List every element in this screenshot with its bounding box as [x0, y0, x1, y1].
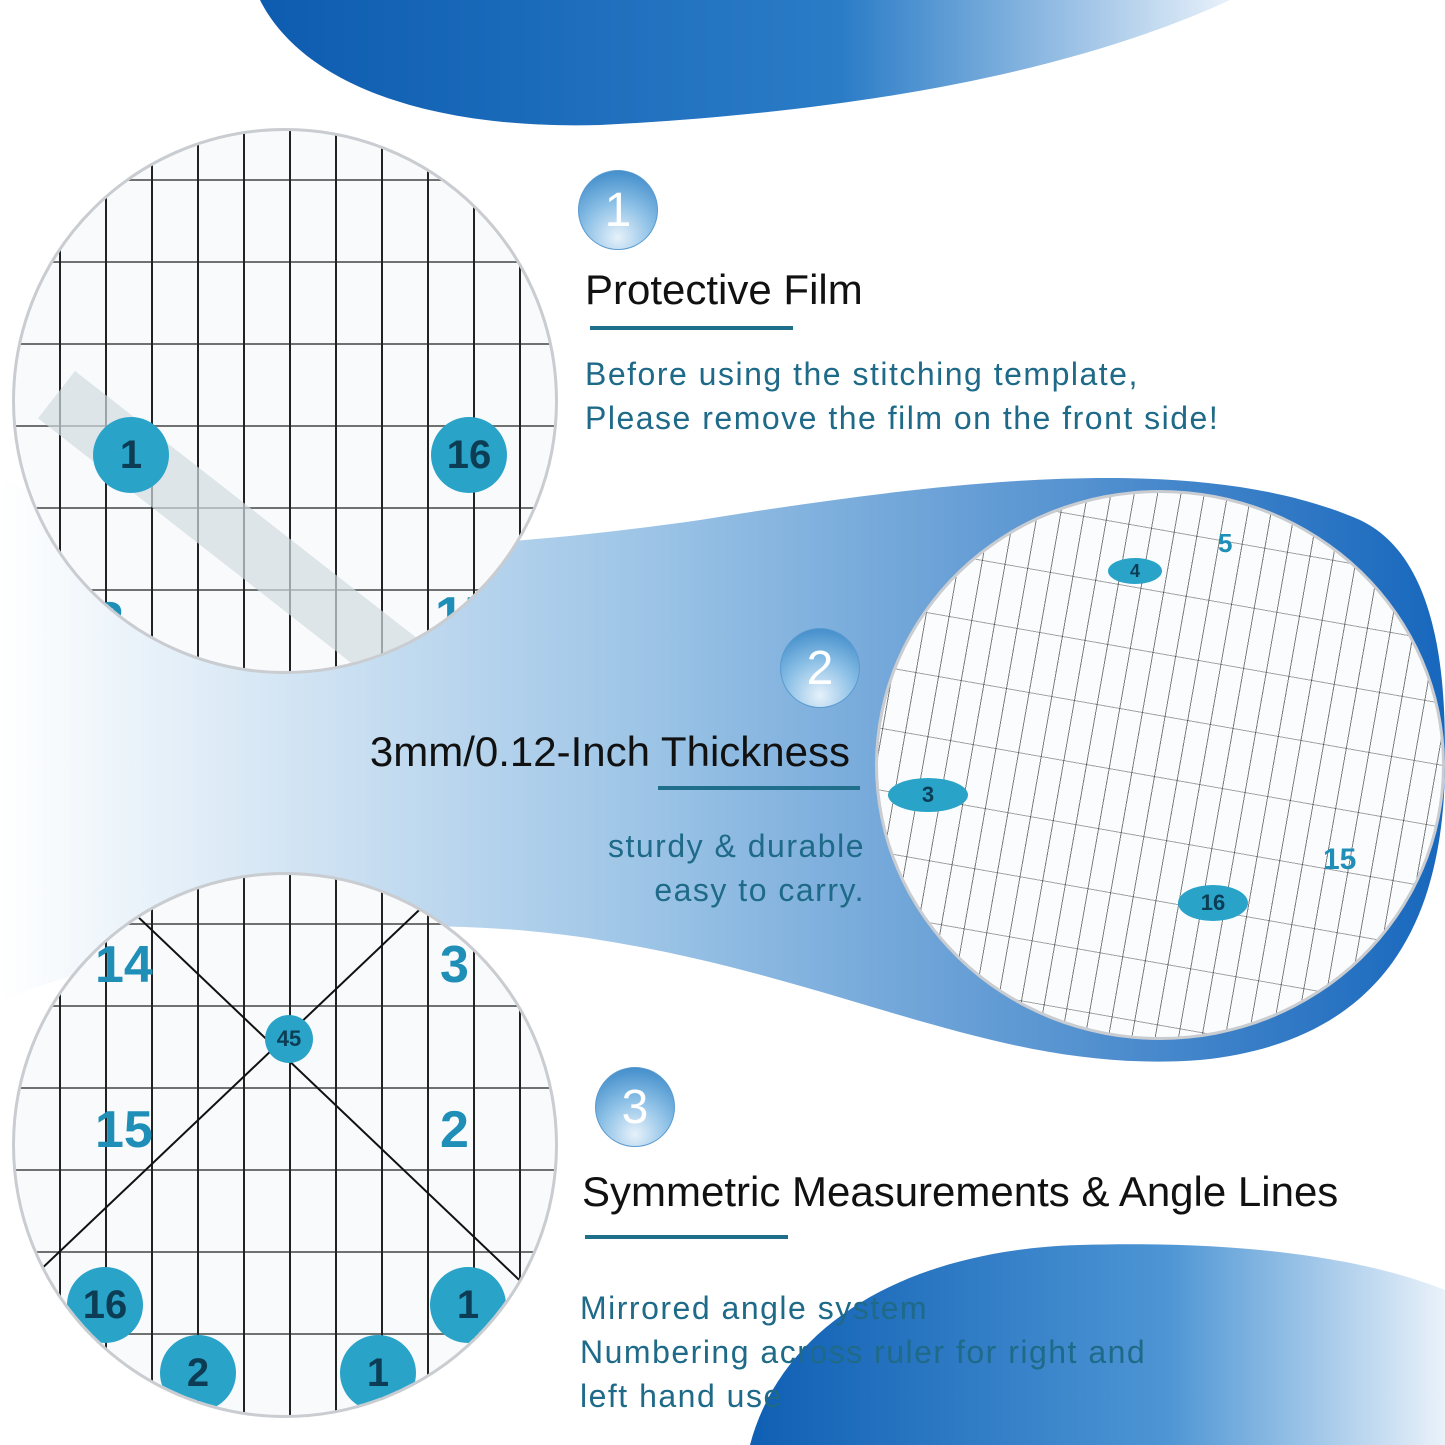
ruler-closeup-protective-film: 1 2 16 15	[12, 128, 558, 674]
feature-description: sturdy & durable easy to carry.	[608, 824, 865, 912]
description-line: sturdy & durable	[607, 828, 865, 864]
ruler-closeup-angle-lines: 14 15 16 45 3 2 1 2 1	[12, 872, 558, 1418]
description-line: Before using the stitching template,	[585, 356, 1139, 392]
ruler-number: 4	[1108, 558, 1162, 584]
description-line: Mirrored angle system	[580, 1290, 929, 1326]
ruler-closeup-thickness: 4 5 3 16 15	[875, 490, 1445, 1040]
ruler-number: 15	[1323, 843, 1357, 876]
top-wave	[260, 0, 1230, 126]
feature-description: Before using the stitching template, Ple…	[585, 352, 1219, 440]
feature-title: 3mm/0.12-Inch Thickness	[369, 728, 850, 775]
ruler-number: 16	[67, 1267, 143, 1343]
title-underline	[590, 326, 793, 330]
ruler-number: 16	[431, 417, 507, 493]
bottom-wave	[750, 1244, 1445, 1445]
ruler-number: 14	[95, 936, 153, 994]
ruler-number: 15	[435, 587, 493, 645]
ruler-number: 1	[340, 1335, 416, 1411]
description-line: easy to carry.	[654, 872, 865, 908]
description-line: left hand use	[580, 1378, 783, 1414]
ruler-number: 3	[888, 778, 968, 812]
ruler-number: 16	[1178, 885, 1248, 921]
ruler-number: 2	[95, 592, 124, 650]
feature-title: Symmetric Measurements & Angle Lines	[582, 1168, 1339, 1215]
ruler-number: 2	[160, 1335, 236, 1411]
title-underline	[658, 786, 860, 790]
feature-title: Protective Film	[585, 266, 863, 313]
ruler-number: 1	[93, 417, 169, 493]
step-badge-2: 2	[780, 628, 860, 708]
ruler-number: 1	[430, 1267, 506, 1343]
description-line: Numbering across ruler for right and	[580, 1334, 1147, 1370]
ruler-number: 3	[440, 936, 469, 994]
ruler-number: 2	[440, 1101, 469, 1159]
ruler-number: 15	[95, 1101, 153, 1159]
step-badge-1: 1	[578, 170, 658, 250]
description-line: Please remove the film on the front side…	[585, 400, 1220, 436]
ruler-number: 5	[1218, 528, 1233, 558]
ruler-number: 45	[265, 1015, 313, 1063]
feature-description: Mirrored angle system Numbering across r…	[580, 1286, 1146, 1418]
title-underline	[585, 1235, 788, 1239]
step-badge-3: 3	[595, 1067, 675, 1147]
angle-lines	[34, 894, 536, 1296]
